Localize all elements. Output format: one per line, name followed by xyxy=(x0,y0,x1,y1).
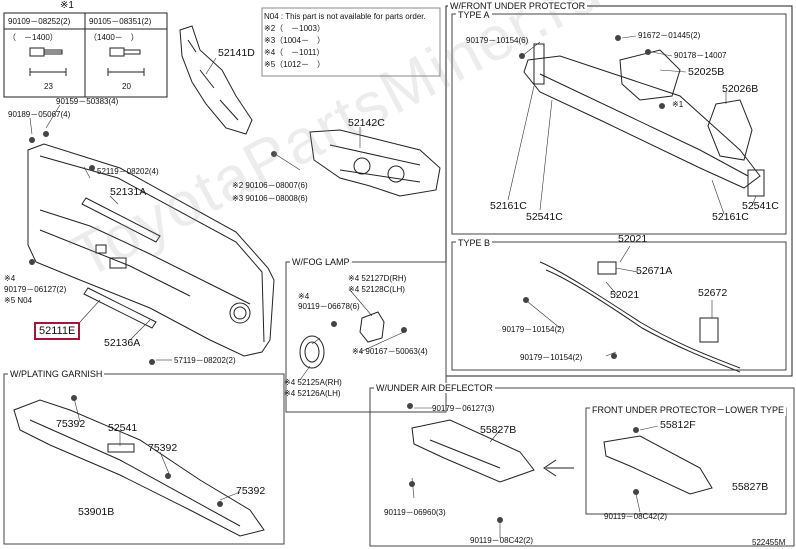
label-52025b: 52025B xyxy=(688,66,725,78)
type-a-header: TYPE A xyxy=(456,10,492,20)
box-dim-2: 20 xyxy=(122,82,131,91)
fog-lamp-frame xyxy=(285,261,447,413)
reinforcement-52142c xyxy=(309,129,441,197)
label-52026b: 52026B xyxy=(722,83,759,95)
label-52541: 52541 xyxy=(108,422,138,434)
label-52672: 52672 xyxy=(698,287,728,299)
fastener-dots xyxy=(29,35,665,523)
label-75392-a: 75392 xyxy=(56,418,86,430)
label-52142c: 52142C xyxy=(348,117,385,129)
label-75392-c: 75392 xyxy=(236,485,266,497)
label-90189: 90189－05067(4) xyxy=(8,110,71,119)
label-90179-10154-6: 90179－10154(6) xyxy=(466,36,529,45)
type-b-frame xyxy=(451,241,787,371)
note-line-1: ※2（ －1003） xyxy=(264,24,325,33)
box-col-2: 90105－08351(2) xyxy=(89,17,152,26)
label-90179-10154-2b: 90179－10154(2) xyxy=(520,353,583,362)
note-line-4: ※5（1012－ ） xyxy=(264,60,325,69)
box-col-1: 90109－08252(2) xyxy=(8,17,71,26)
fog-lamp-header: W/FOG LAMP xyxy=(290,257,352,267)
label-57119: 57119－08202(2) xyxy=(174,356,236,365)
label-52125a: ※4 52125A(RH) xyxy=(284,378,342,387)
label-90179-06127-3: 90179－06127(3) xyxy=(432,404,495,413)
label-90167: ※4 90167－50063(4) xyxy=(352,347,428,356)
deflector-header: W/UNDER AIR DEFLECTOR xyxy=(374,383,495,393)
air-deflector xyxy=(411,419,535,483)
box-dim-1: 23 xyxy=(44,82,53,91)
label-55827b: 55827B xyxy=(480,424,517,436)
label-52141d: 52141D xyxy=(218,47,255,59)
label-52671a: 52671A xyxy=(636,265,673,277)
lower-protector xyxy=(603,435,713,495)
garnish-header: W/PLATING GARNISH xyxy=(8,369,105,379)
label-52136a: 52136A xyxy=(104,337,141,349)
label-90106-08007: ※2 90106－08007(6) xyxy=(232,181,308,190)
label-90119-08c42-b: 90119－08C42(2) xyxy=(604,512,668,521)
diagram-code: 522455M xyxy=(752,538,786,547)
note-line-3: ※4（ －1011） xyxy=(264,48,325,57)
label-90159: 90159－50383(4) xyxy=(56,97,119,106)
arrow-icon xyxy=(543,459,574,477)
label-52128c: ※4 52128C(LH) xyxy=(348,285,405,294)
label-mark-1: ※1 xyxy=(672,100,684,109)
label-90119-06678: 90119－06678(6) xyxy=(298,302,360,311)
label-55812f: 55812F xyxy=(660,419,696,431)
label-90178: 90178－14007 xyxy=(674,51,727,60)
plating-garnish-frame xyxy=(3,373,285,545)
bolt-icon xyxy=(29,47,67,76)
label-52127d: ※4 52127D(RH) xyxy=(348,274,407,283)
lower-type-header: FRONT UNDER PROTECTOR－LOWER TYPE xyxy=(590,403,787,416)
air-deflector-frame xyxy=(369,387,795,547)
label-n04: ※5 N04 xyxy=(4,296,33,305)
label-52119: 52119－08202(4) xyxy=(97,167,159,176)
note-line-2: ※3（1004－ ） xyxy=(264,36,325,45)
label-90119-06960: 90119－06960(3) xyxy=(384,508,446,517)
label-52021-mid: 52021 xyxy=(610,289,640,301)
front-under-protector-frame xyxy=(445,5,793,377)
label-55827b-b: 55827B xyxy=(732,481,769,493)
bracket-52141d xyxy=(179,25,253,135)
label-90106-08008: ※3 90106－08008(6) xyxy=(232,194,308,203)
protector-rod-b xyxy=(539,261,741,373)
type-a-frame xyxy=(451,13,787,235)
label-52126a: ※4 52126A(LH) xyxy=(284,389,341,398)
label-mark-4: ※4 xyxy=(4,274,16,283)
label-53901b: 53901B xyxy=(78,506,115,518)
fog-lamp-bracket xyxy=(359,311,385,343)
label-52131a: 52131A xyxy=(110,186,147,198)
label-90119-08c42: 90119－08C42(2) xyxy=(470,536,534,545)
label-91672: 91672－01445(2) xyxy=(638,31,701,40)
label-52541c-a: 52541C xyxy=(526,211,563,223)
protector-beam-a xyxy=(523,43,765,197)
label-90179-06127: 90179－06127(2) xyxy=(4,285,67,294)
box-sub-2: （1400－ ） xyxy=(89,33,139,42)
bolt-icon xyxy=(107,47,145,76)
fup-header: W/FRONT UNDER PROTECTOR xyxy=(448,1,588,11)
plating-garnish xyxy=(13,399,265,537)
notes-box xyxy=(261,7,441,77)
label-52161c-a: 52161C xyxy=(490,200,527,212)
box-sub-1: （ －1400） xyxy=(8,33,58,42)
label-52021-top: 52021 xyxy=(618,233,648,245)
label-52161c-b: 52161C xyxy=(712,211,749,223)
box-mark: ※1 xyxy=(60,0,74,11)
note-n04: N04 : This part is not available for par… xyxy=(264,12,426,21)
type-b-header: TYPE B xyxy=(456,238,493,248)
fog-lamp-icon xyxy=(299,335,325,369)
label-52541c-b: 52541C xyxy=(742,200,779,212)
label-75392-b: 75392 xyxy=(148,442,178,454)
highlighted-part-52111e[interactable]: 52111E xyxy=(34,322,81,340)
label-mark-4b: ※4 xyxy=(298,292,310,301)
label-90179-10154-2a: 90179－10154(2) xyxy=(502,325,565,334)
